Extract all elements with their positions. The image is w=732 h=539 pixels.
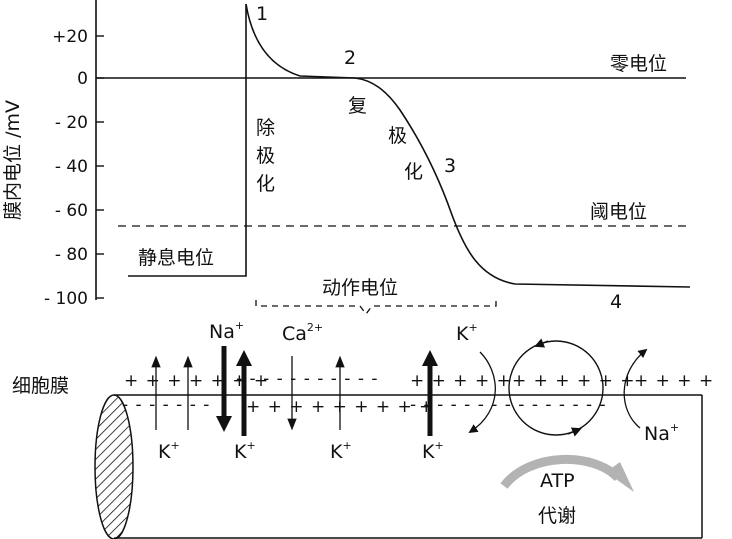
- ca-ion-label: Ca2+: [282, 321, 323, 345]
- repolarization-char: 复: [348, 95, 367, 117]
- k-ion-label: K+: [422, 439, 444, 463]
- pump-positive-charges: + + + + + +: [512, 371, 635, 391]
- y-tick-label: - 100: [44, 289, 88, 309]
- y-tick-label: - 20: [55, 113, 88, 133]
- threshold-potential-label: 阈电位: [590, 201, 647, 223]
- inner-negative-charges-right: - - - - - - - - - - - - - - -: [410, 395, 607, 415]
- depolarization-char: 除: [256, 117, 275, 139]
- y-axis-ticks: [96, 35, 104, 299]
- metabolism-label: 代谢: [538, 505, 576, 527]
- k-pump-curved-arrow: [468, 351, 496, 433]
- resting-potential-label: 静息电位: [138, 247, 214, 269]
- repolarization-label: 复 极 化: [348, 95, 423, 183]
- repolarization-char: 化: [404, 161, 423, 183]
- action-potential-bracket: [255, 300, 497, 316]
- outer-negative-charges-mid: - - - - - - - - - - -: [236, 369, 379, 389]
- y-tick-label: +20: [52, 27, 88, 47]
- repolarization-char: 极: [388, 125, 407, 147]
- action-potential-curve: [128, 3, 691, 288]
- atp-energy-arrow-head: [606, 462, 634, 492]
- na-ion-label: Na+: [644, 421, 679, 445]
- inner-negative-charges-left: - - - - - - -: [122, 395, 210, 415]
- right-positive-charges: + + + +: [634, 371, 714, 391]
- y-tick-label: 0: [77, 69, 88, 89]
- k-ion-label: K+: [234, 439, 256, 463]
- action-potential-label: 动作电位: [322, 277, 398, 299]
- y-tick-label: - 60: [55, 201, 88, 221]
- cell-membrane-diagram: 细胞膜 + + + + + + + - - - - - - - - - - - …: [12, 319, 714, 539]
- y-tick-labels: +20 0 - 20 - 40 - 60 - 80 - 100: [44, 27, 88, 309]
- cylinder-end-hatched: [94, 394, 134, 539]
- depolarization-char: 化: [256, 173, 275, 195]
- pump-arrow-head-top: [534, 338, 549, 348]
- na-pump-curved-arrow: [623, 348, 648, 429]
- k-ion-label: K+: [330, 439, 352, 463]
- phase-number-4: 4: [610, 291, 622, 313]
- phase-number-2: 2: [344, 47, 356, 69]
- phase-number-1: 1: [256, 3, 268, 25]
- k-ion-label: K+: [158, 439, 180, 463]
- potential-graph: +20 0 - 20 - 40 - 60 - 80 - 100 膜内电位 /mV…: [2, 0, 691, 316]
- outer-positive-charges-left: + + + + + + +: [124, 371, 269, 391]
- zero-potential-label: 零电位: [610, 53, 667, 75]
- depolarization-char: 极: [256, 145, 275, 167]
- pump-arrow-head-bottom: [567, 427, 582, 437]
- cell-membrane-label: 细胞膜: [12, 375, 69, 397]
- na-k-pump-circle: [508, 340, 604, 436]
- y-axis-label: 膜内电位 /mV: [2, 100, 24, 220]
- y-tick-label: - 40: [55, 157, 88, 177]
- depolarization-label: 除 极 化: [256, 117, 275, 195]
- k-ion-label: K+: [456, 321, 478, 345]
- na-ion-label: Na+: [209, 319, 244, 343]
- y-tick-label: - 80: [55, 245, 88, 265]
- outer-positive-charges-right: + + + + +: [410, 371, 512, 391]
- phase-number-3: 3: [444, 155, 456, 177]
- atp-label: ATP: [540, 470, 575, 492]
